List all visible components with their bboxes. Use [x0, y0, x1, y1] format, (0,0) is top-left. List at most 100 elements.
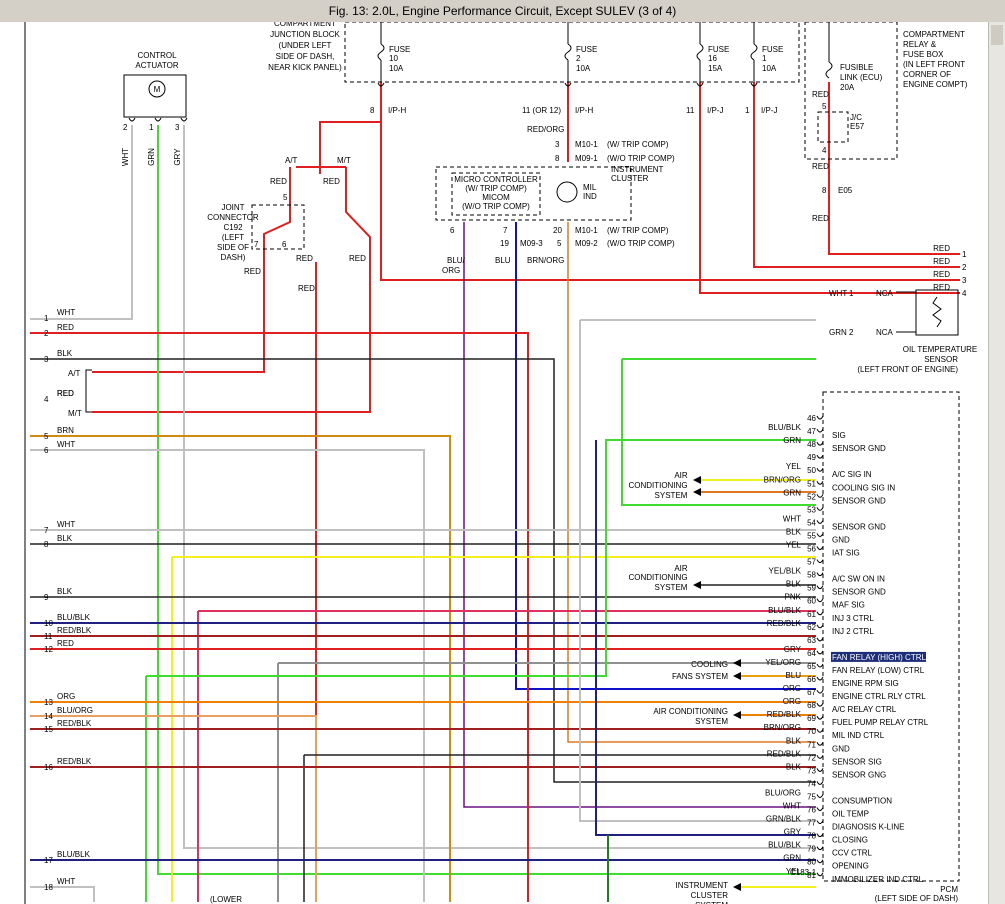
cluster-label: INSTRUMENT: [611, 165, 664, 174]
pcm-pin-num: 72: [807, 753, 816, 762]
pcm-pin-num: 61: [807, 610, 816, 619]
pcm-pin-name: OIL TEMP: [832, 810, 869, 819]
left-wire-color: BLK: [57, 587, 73, 596]
junction-block-label: SIDE OF DASH,: [276, 52, 335, 61]
jc-pin5: 5: [822, 102, 827, 111]
fuse10-rating: 10A: [389, 64, 404, 73]
actuator-wire-label: GRY: [173, 148, 182, 166]
pcm-pin: [816, 415, 824, 420]
pcm-pin-name: FAN RELAY (HIGH) CTRL: [832, 653, 926, 662]
actuator-pin-num: 1: [149, 123, 154, 132]
pcm-pin-name: ENGINE RPM SIG: [832, 679, 899, 688]
fuse16-conn: I/P-J: [707, 106, 723, 115]
fusible-link-rating: 20A: [840, 83, 855, 92]
pcm-wire-color: GRY: [784, 645, 802, 654]
pcm-pin: [816, 598, 824, 603]
ic-p19: 19: [500, 239, 509, 248]
pcm-pin: [816, 481, 824, 485]
actuator-pin: [180, 117, 188, 122]
pcm-pin: [816, 676, 824, 681]
wire-red-conn4: [699, 82, 960, 294]
left-wire-color: RED: [57, 389, 74, 398]
left-wire-color: ORG: [57, 692, 75, 701]
pcm-pin: [816, 611, 824, 616]
inst-label2: CLUSTER: [691, 891, 729, 900]
ic-bluorg2: ORG: [442, 266, 460, 275]
fusible-link-label2: LINK (ECU): [840, 73, 883, 82]
wire-consumption: [463, 222, 816, 808]
relay-box-label: COMPARTMENT: [903, 30, 965, 39]
pcm-pin-name: INJ 3 CTRL: [832, 614, 874, 623]
fuse2-symbol: [564, 43, 572, 61]
right-conn-wire: RED: [933, 257, 950, 266]
pcm-pin: [816, 585, 824, 590]
pcm-wire-color: RED/BLK: [767, 710, 802, 719]
pcm-pin: [816, 520, 824, 524]
right-conn-wire: RED: [933, 244, 950, 253]
pcm-pin: [816, 859, 824, 864]
pcm-wire-color: BLK: [786, 736, 802, 745]
pcm-pin-name: SENSOR SIG: [832, 757, 882, 766]
acrelay-label: AIR CONDITIONING: [653, 707, 728, 716]
right-conn-wire: RED: [933, 270, 950, 279]
junction-block-label: JUNCTION BLOCK: [270, 30, 340, 39]
wires-layer: [30, 82, 960, 902]
pcm-pin-name: FAN RELAY (LOW) CTRL: [832, 666, 925, 675]
pcm-pin: [816, 689, 824, 694]
mil-label2: IND: [583, 192, 597, 201]
left-wire-color: RED/BLK: [57, 757, 92, 766]
pcm-pin: [816, 467, 824, 472]
actuator-title2: ACTUATOR: [135, 61, 178, 70]
pcm-pin-num: 69: [807, 714, 816, 723]
ic-blu: BLU: [495, 256, 511, 265]
wire-mt-red: [92, 167, 371, 413]
oil-p1: 1: [849, 289, 854, 298]
pcm-wire-color: GRN: [783, 854, 801, 863]
pcm-wire-color: YEL: [786, 867, 802, 876]
bracket-4: [85, 369, 92, 413]
left-conn-num: 3: [44, 355, 49, 364]
thermistor-symbol: [932, 296, 942, 328]
joint-connector-label: C192: [223, 223, 243, 232]
pcm-pin: [816, 715, 824, 720]
oil-nca2: NCA: [876, 328, 894, 337]
vertical-scrollbar[interactable]: [988, 22, 1005, 904]
pcm-pin-name: SENSOR GNG: [832, 770, 886, 779]
jc-pin4: 4: [822, 146, 827, 155]
right-conn-wire: RED: [933, 283, 950, 292]
pcm-pin-num: 57: [807, 558, 816, 567]
pcm-pin-name: MIL IND CTRL: [832, 731, 885, 740]
wire-at-red-left: [92, 247, 265, 373]
pcm-wire-color: GRY: [784, 828, 802, 837]
pcm-pin: [816, 728, 824, 733]
pcm-wire-color: BLK: [786, 762, 802, 771]
left-conn-num: 1: [44, 314, 49, 323]
pcm-pin-num: 78: [807, 832, 816, 841]
pcm-pin: [816, 742, 824, 746]
pcm-pin-num: 67: [807, 688, 816, 697]
fuse16-label: FUSE: [708, 45, 729, 54]
pcm-pin-num: 71: [807, 740, 816, 749]
inst-label: INSTRUMENT: [676, 881, 729, 890]
pcm-wire-color: PNK: [785, 593, 802, 602]
ic-trip2: (W/ TRIP COMP): [607, 226, 669, 235]
fuse2-number: 2: [576, 54, 581, 63]
left-wire-color: BLU/BLK: [57, 850, 91, 859]
pcm-pin-num: 56: [807, 545, 816, 554]
fuse1-pin-num: 1: [745, 106, 750, 115]
jc-e05: E05: [838, 186, 853, 195]
ic-p7: 7: [503, 226, 508, 235]
fuse10-pin: [377, 82, 385, 87]
pcm-pin-name: ENGINE CTRL RLY CTRL: [832, 692, 926, 701]
pcm-pin-num: 65: [807, 662, 816, 671]
jc-e57: E57: [850, 122, 865, 131]
pcm-wire-color: BRN/ORG: [764, 475, 801, 484]
left-wire-color: RED: [57, 639, 74, 648]
fuse10-pin-num: 8: [370, 106, 375, 115]
pcm-pin-num: 53: [807, 505, 816, 514]
micro-controller-box: [451, 172, 541, 216]
fuse10-symbol: [377, 43, 385, 61]
wire-actuator-grn: [157, 125, 816, 875]
scrollbar-thumb[interactable]: [991, 25, 1003, 45]
pcm-wire-color: WHT: [783, 514, 801, 523]
